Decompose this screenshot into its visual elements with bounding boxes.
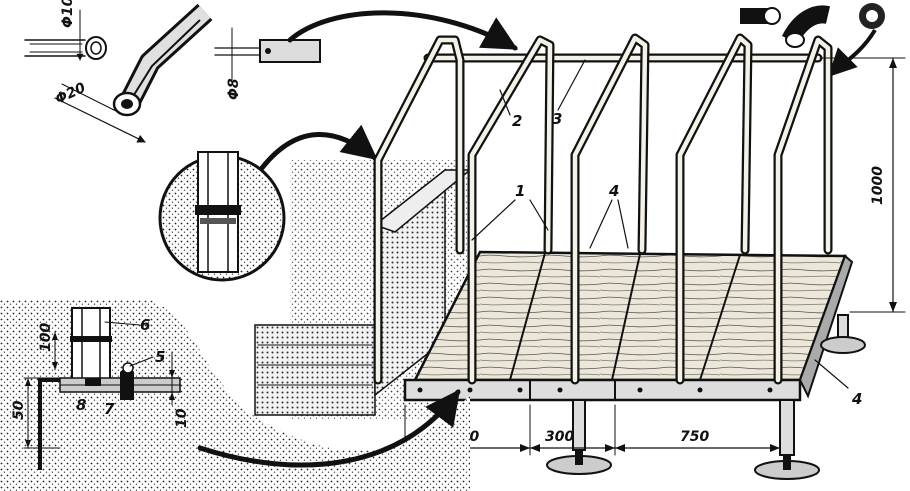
support-legs [546,314,866,480]
dim-1000: 1000 [870,166,886,205]
callout-4-right: 4 [851,390,862,408]
dim-10: 10 [174,408,190,428]
rod-insert-detail [214,27,321,81]
dim-phi20: Φ20 [53,80,88,108]
arrow-to-handle [259,124,378,171]
callout-1: 1 [515,182,525,200]
callout-7: 7 [104,400,115,418]
arrow-to-rail [287,10,519,51]
callout-8: 8 [76,396,86,414]
cross-section-inset [0,300,470,491]
dim-phi8: Φ8 [226,78,242,100]
callout-5: 5 [155,348,165,366]
handrail-frame [373,33,833,385]
dim-750: 750 [680,429,709,445]
callout-3: 3 [552,110,562,128]
bent-pipe-detail [54,3,213,143]
callout-6: 6 [140,316,150,334]
pipe-fitting-icons [740,3,885,77]
callout-leaders [104,59,849,389]
dim-300: 300 [545,429,574,445]
height-dimension [819,57,906,313]
dim-phi10: Φ10 [60,0,76,28]
platform-deck [403,250,854,402]
callout-2: 2 [512,112,522,130]
joint-zoom-inset [158,151,286,282]
callout-4-top: 4 [608,182,619,200]
dim-100: 100 [38,323,54,352]
pipe-joint-detail [24,9,107,61]
dim-50: 50 [11,400,27,420]
